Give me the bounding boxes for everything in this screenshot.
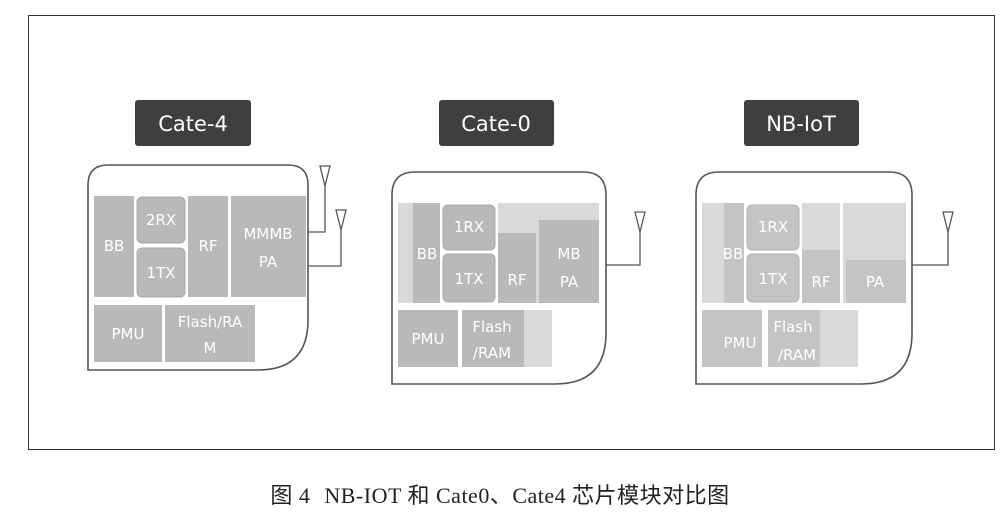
cate0-title: Cate-0 xyxy=(461,112,531,136)
cate0-flash-label-line2: /RAM xyxy=(473,344,511,362)
cate4-rx-block xyxy=(136,196,186,244)
cate0-rx-block xyxy=(442,204,496,251)
figure-number: 图 4 xyxy=(270,483,311,508)
nbiot-flash-block xyxy=(768,310,820,367)
cate4-rf-label: RF xyxy=(198,237,217,255)
nbiot-pmu-label: PMU xyxy=(724,334,757,352)
cate4-flash-block xyxy=(165,305,255,362)
nbiot-tx-block xyxy=(746,253,800,303)
cate4-rf-block xyxy=(188,196,228,297)
nbiot-bb-label: BB xyxy=(723,245,744,263)
cate4-pmu-block xyxy=(94,305,162,362)
cate0-pmu-block xyxy=(398,310,458,367)
antenna-icon xyxy=(606,211,646,266)
cate0-pa-block xyxy=(539,220,599,303)
module-comparison-diagram: Cate-4 BB 2RX 1TX RF MMMB PA PMU Flash/R… xyxy=(87,100,954,385)
figure-caption-text: NB-IOT 和 Cate0、Cate4 芯片模块对比图 xyxy=(324,483,730,508)
cate0-flash-label-line1: Flash xyxy=(472,318,511,336)
cate4-tx-block xyxy=(136,247,186,298)
antenna-icon xyxy=(308,165,331,233)
nbiot-pmu-block xyxy=(702,310,762,367)
cate0-tx-block xyxy=(442,253,496,303)
nbiot-rx-block xyxy=(746,204,800,251)
cate4-pa-label-line2: PA xyxy=(259,253,278,271)
cate4-bb-label: BB xyxy=(104,237,125,255)
nbiot-pa-block xyxy=(846,260,906,303)
nbiot-diagram: NB-IoT BB 1RX 1TX RF PA PMU Flash /RAM xyxy=(695,100,954,385)
nbiot-flash-label-line1: Flash xyxy=(773,318,812,336)
nbiot-rf-label: RF xyxy=(811,273,830,291)
cate4-rx-label: 2RX xyxy=(146,211,176,229)
cate0-title-box xyxy=(439,100,554,146)
cate0-tx-label: 1TX xyxy=(455,270,484,288)
cate4-pmu-label: PMU xyxy=(112,325,145,343)
cate4-pa-label-line1: MMMB xyxy=(243,225,292,243)
antenna-icon xyxy=(308,209,347,267)
cate4-title: Cate-4 xyxy=(158,112,228,136)
cate4-flash-label-line1: Flash/RA xyxy=(178,313,243,331)
nbiot-title: NB-IoT xyxy=(766,112,836,136)
cate0-flash-block xyxy=(462,310,524,367)
cate0-bb-label: BB xyxy=(417,245,438,263)
nbiot-rx-label: 1RX xyxy=(758,218,788,236)
cate4-diagram: Cate-4 BB 2RX 1TX RF MMMB PA PMU Flash/R… xyxy=(87,100,347,371)
cate0-rf-label: RF xyxy=(507,271,526,289)
nbiot-rf-block xyxy=(802,250,840,303)
cate4-title-box xyxy=(135,100,251,146)
nbiot-pa-label: PA xyxy=(866,273,885,291)
cate4-pa-block xyxy=(231,196,306,297)
nbiot-tx-label: 1TX xyxy=(759,270,788,288)
nbiot-flash-label-line2: /RAM xyxy=(778,346,816,364)
cate0-bb-block xyxy=(413,203,440,303)
cate4-flash-label-line2: M xyxy=(204,339,217,357)
cate0-diagram: Cate-0 BB 1RX 1TX RF MB PA PMU Flash /RA… xyxy=(391,100,646,385)
cate0-pa-label-line2: PA xyxy=(560,273,579,291)
cate0-rf-area xyxy=(498,203,536,233)
cate0-pmu-label: PMU xyxy=(412,330,445,348)
nbiot-bb-block xyxy=(724,203,744,303)
figure-caption: 图 4 NB-IOT 和 Cate0、Cate4 芯片模块对比图 xyxy=(0,478,1000,510)
antenna-icon xyxy=(912,211,954,266)
cate0-rx-label: 1RX xyxy=(454,218,484,236)
cate0-rf-block xyxy=(498,233,536,303)
cate4-bb-block xyxy=(94,196,134,297)
nbiot-title-box xyxy=(744,100,859,146)
cate0-pa-label-line1: MB xyxy=(557,245,580,263)
cate4-tx-label: 1TX xyxy=(147,264,176,282)
